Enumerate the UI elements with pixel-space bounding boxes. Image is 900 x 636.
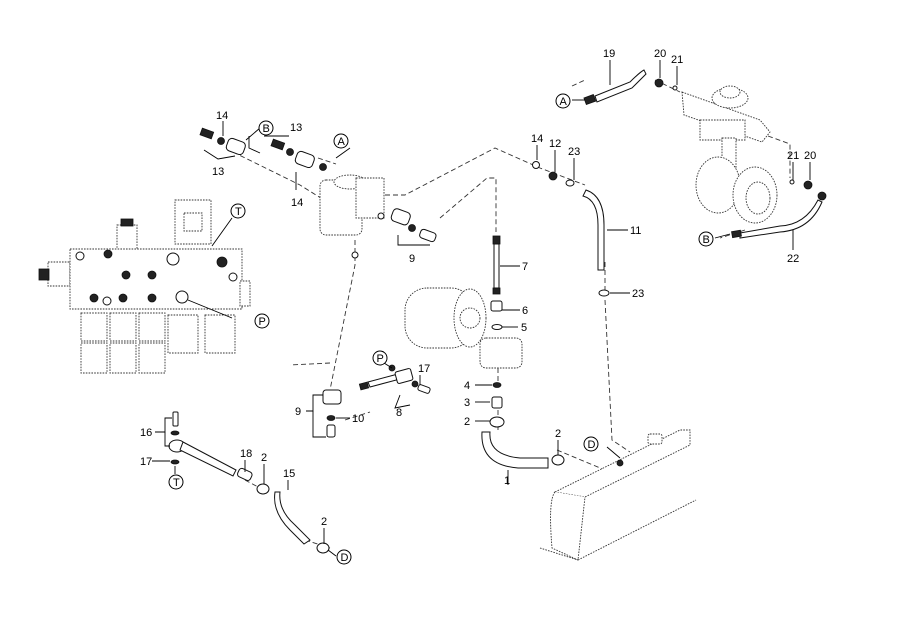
part-label: 17 (140, 456, 152, 468)
fitting-group-9-lower (322, 389, 342, 438)
hose-19-assembly (583, 69, 678, 106)
hose-1-assembly (481, 382, 565, 469)
part-label: 17 (418, 363, 430, 375)
electric-motor (404, 287, 523, 369)
part-label: 11 (630, 225, 641, 237)
callout-b: B (258, 120, 274, 136)
svg-text:P: P (259, 316, 266, 328)
callout-d: D (583, 436, 599, 452)
part-label: 2 (464, 416, 470, 428)
valve-block (38, 199, 251, 374)
callout-p: P (254, 313, 270, 329)
part-label: 22 (787, 253, 799, 265)
fitting-group-9-upper (390, 208, 437, 243)
fitting-group-13-right (270, 138, 327, 171)
hose-8-assembly (358, 364, 431, 394)
solenoid-face (183, 212, 203, 232)
svg-text:D: D (588, 439, 596, 451)
svg-text:D: D (341, 552, 349, 564)
port-t (166, 252, 180, 266)
part-label: 21 (787, 150, 799, 162)
fitting-top (116, 224, 138, 251)
callout-p: P (372, 350, 388, 366)
part-label: 2 (261, 452, 267, 464)
part-label: 15 (283, 468, 295, 480)
leader-lines (152, 60, 811, 557)
part-label: 8 (396, 407, 402, 419)
svg-text:B: B (263, 123, 270, 135)
part-label: 12 (549, 138, 561, 150)
part-label: 6 (522, 305, 528, 317)
gear-pump (319, 174, 385, 259)
callout-a: A (333, 133, 349, 149)
valve-side-plate (239, 280, 251, 307)
part-label: 2 (321, 516, 327, 528)
svg-text:T: T (173, 477, 180, 489)
svg-text:A: A (560, 96, 568, 108)
svg-text:T: T (235, 206, 242, 218)
part-label: 7 (522, 261, 528, 273)
part-label: 16 (140, 427, 152, 439)
part-label: 1 (504, 475, 510, 487)
part-label: 9 (295, 406, 301, 418)
part-label: 5 (521, 322, 527, 334)
callout-t: T (168, 474, 184, 490)
part-labels: 14 13 13 14 19 20 21 21 20 22 14 12 23 1… (140, 48, 816, 528)
svg-text:P: P (377, 353, 384, 365)
part-label: 13 (212, 166, 224, 178)
callout-b: B (698, 231, 714, 247)
part-label: 13 (290, 122, 302, 134)
part-label: 18 (240, 448, 252, 460)
hose-7 (490, 235, 503, 330)
return-pipe-assembly (168, 411, 330, 554)
hydraulic-tank (539, 429, 697, 561)
part-label: 23 (568, 146, 580, 158)
svg-text:A: A (338, 136, 346, 148)
part-label: 14 (291, 197, 303, 209)
assembly-paths (232, 79, 791, 549)
part-label: 9 (409, 253, 415, 265)
valve-ports (75, 249, 238, 306)
port-p (175, 290, 189, 304)
part-label: 10 (352, 413, 364, 425)
callout-d: D (336, 549, 352, 565)
solenoid-coils (80, 312, 236, 374)
part-label: 20 (804, 150, 816, 162)
fitting-side (47, 261, 71, 287)
connection-callouts: B A T P A B P T D D (168, 93, 714, 565)
part-label: 3 (464, 397, 470, 409)
part-label: 14 (531, 133, 543, 145)
part-label: 2 (555, 428, 561, 440)
fitting-top-nut (120, 218, 134, 227)
part-label: 20 (654, 48, 666, 60)
part-label: 14 (216, 110, 228, 122)
steering-cylinder (681, 85, 778, 224)
part-label: 21 (671, 54, 683, 66)
part-label: 19 (603, 48, 615, 60)
callout-t: T (230, 203, 246, 219)
fitting-group-13-left (199, 127, 246, 156)
part-label: 23 (632, 288, 644, 300)
callout-a: A (555, 93, 571, 109)
hose-11-assembly (532, 161, 610, 297)
svg-text:B: B (703, 234, 710, 246)
hose-22-assembly (731, 179, 827, 239)
fitting-side-nut (38, 268, 50, 281)
part-label: 4 (464, 380, 470, 392)
